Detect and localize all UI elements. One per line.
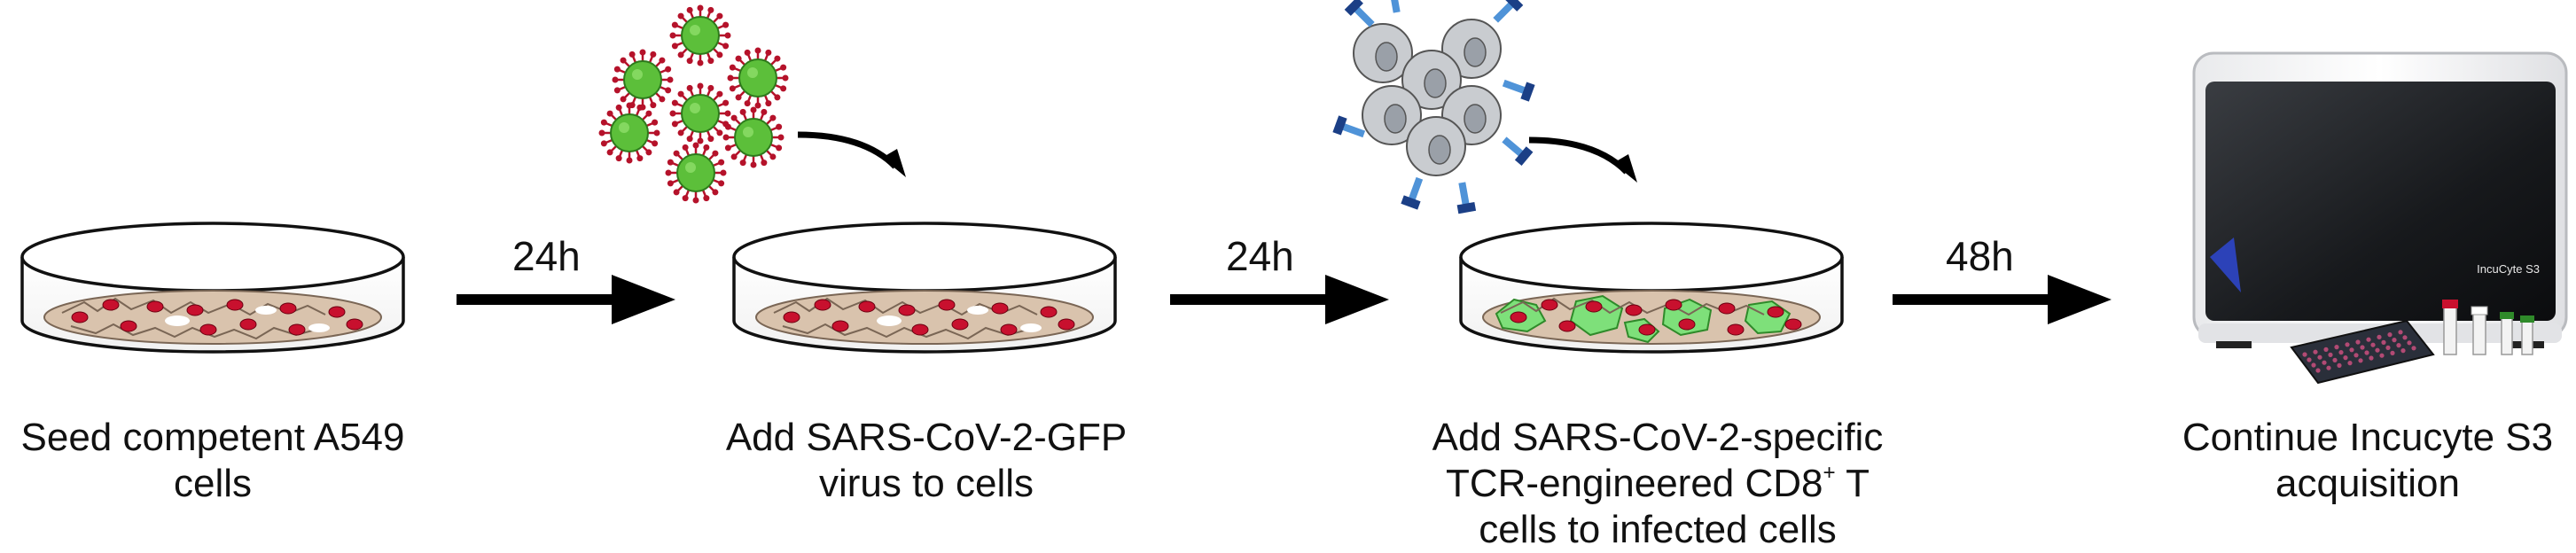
cell-monolayer-3 (1482, 290, 1821, 345)
cell-monolayer-1 (43, 290, 382, 345)
petri-dish-3 (1459, 222, 1844, 354)
virus-icon (669, 82, 731, 144)
reagent-vials (2442, 300, 2534, 355)
step-2-caption-line-1: Add SARS-CoV-2-GFP (725, 416, 1128, 459)
interval-label-1: 24h (512, 233, 581, 279)
step-2-caption-line-2: virus to cells (818, 462, 1034, 505)
virus-cluster (598, 4, 789, 204)
virus-addition-arrow (797, 131, 906, 177)
step-3-caption-line-1: Add SARS-CoV-2-specific (1432, 416, 1884, 459)
tcr-icon (1332, 115, 1366, 138)
step-3-caption-sup: + (1823, 460, 1836, 485)
tcell-cluster (1332, 0, 1535, 214)
tcell-icon (1362, 85, 1422, 145)
virus-icon (669, 4, 731, 66)
virus-icon (598, 102, 660, 164)
arrow-step-3 (1893, 275, 2112, 324)
tcr-icon (1389, 0, 1401, 13)
incucyte-instrument: IncuCyte S3 (2192, 51, 2568, 348)
petri-dish-1 (20, 222, 405, 354)
step-3-caption: Add SARS-CoV-2-specific TCR-engineered C… (1427, 415, 1888, 553)
arrow-step-1 (457, 275, 675, 324)
step-3-caption-line-2-end: T (1835, 462, 1870, 505)
cell-monolayer-2 (755, 290, 1094, 345)
step-4-caption-line-1: Continue Incucyte S3 (2182, 416, 2554, 459)
tcell-icon (1406, 116, 1466, 176)
virus-icon (722, 106, 785, 168)
virus-icon (727, 47, 789, 109)
tcr-icon (1344, 0, 1375, 27)
step-1-caption-line-2: cells (173, 462, 253, 505)
tcell-addition-arrow (1528, 136, 1637, 183)
tcell-icon (1353, 23, 1413, 83)
tcr-icon (1456, 182, 1477, 214)
interval-label-3: 48h (1946, 233, 2014, 279)
virus-icon (665, 142, 727, 204)
step-4-caption-line-2: acquisition (2275, 462, 2460, 505)
tcell-icon (1401, 50, 1462, 110)
step-1-caption-line-1: Seed competent A549 (20, 416, 405, 459)
step-3-caption-line-3: cells to infected cells (1479, 508, 1837, 551)
tcr-icon (1502, 79, 1535, 102)
arrow-step-2 (1170, 275, 1389, 324)
step-3-caption-line-2-main: TCR-engineered CD8 (1446, 462, 1823, 505)
step-4-caption: Continue Incucyte S3 acquisition (2163, 415, 2572, 507)
instrument-label: IncuCyte S3 (2477, 262, 2540, 276)
step-3-caption-line-2: TCR-engineered CD8+ T (1427, 461, 1888, 507)
virus-icon (612, 49, 674, 111)
interval-label-2: 24h (1226, 233, 1294, 279)
status-light-icon (2210, 238, 2241, 292)
tcr-icon (1502, 136, 1534, 166)
tcr-icon (1401, 176, 1424, 210)
step-2-caption: Add SARS-CoV-2-GFP virus to cells (709, 415, 1144, 507)
well-plate (2290, 319, 2435, 385)
tcr-icon (1493, 0, 1524, 23)
step-1-caption: Seed competent A549 cells (0, 415, 425, 507)
petri-dish-2 (732, 222, 1117, 354)
